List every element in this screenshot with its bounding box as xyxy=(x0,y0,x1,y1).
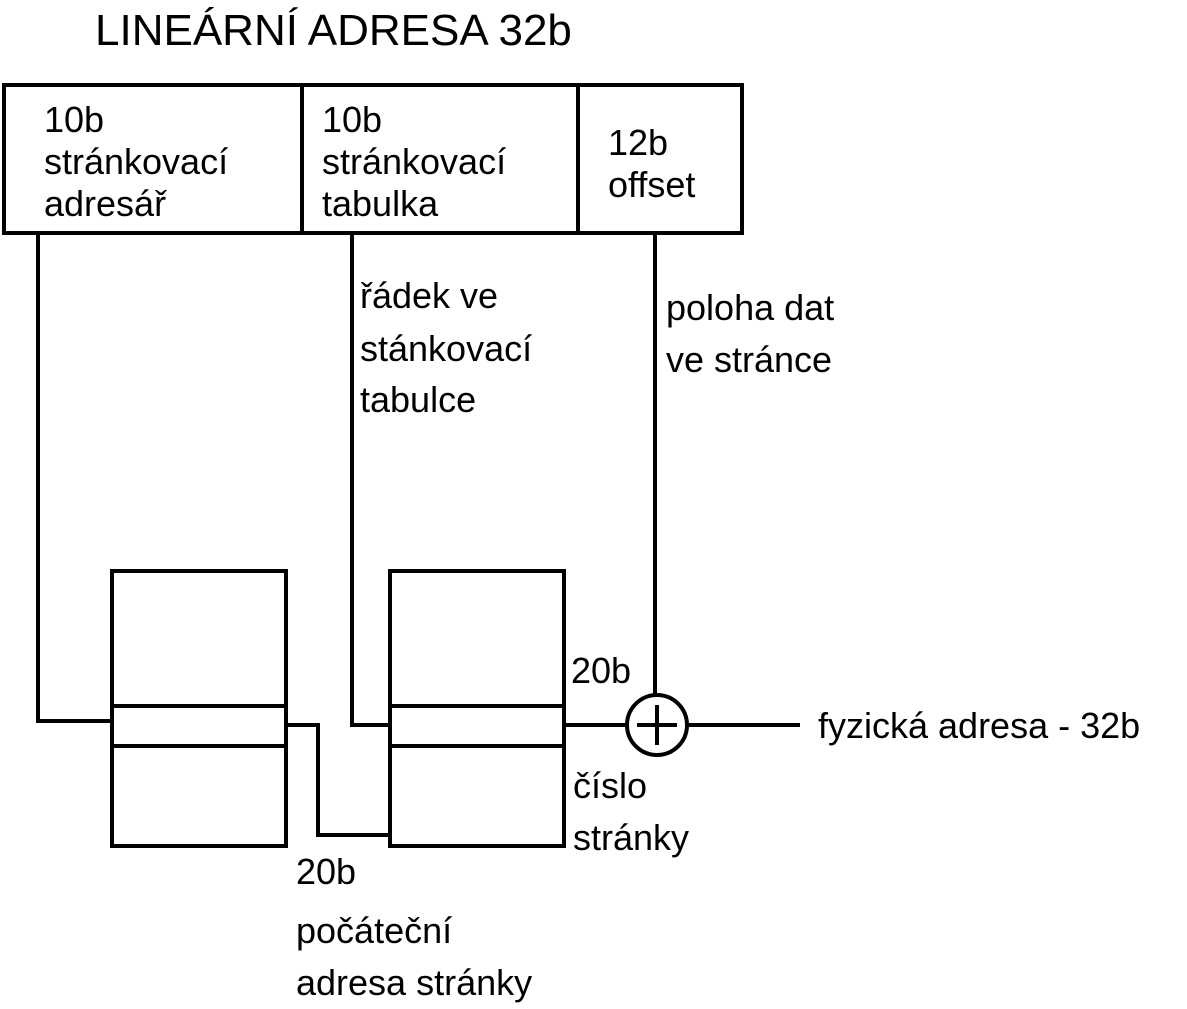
address-register-frame xyxy=(2,83,744,235)
table-field-label-2: tabulka xyxy=(322,183,439,224)
start-address-label-2: adresa stránky xyxy=(296,962,532,1003)
start-address-bits: 20b xyxy=(296,851,356,892)
start-address-label-1: počáteční xyxy=(296,910,452,951)
directory-index-line xyxy=(36,233,112,723)
offset-field-bits: 12b xyxy=(608,122,668,163)
page-number-label-1: číslo xyxy=(573,765,647,806)
page-table xyxy=(388,569,566,848)
directory-field-label-2: adresář xyxy=(44,183,167,224)
table-row-label-3: tabulce xyxy=(360,379,476,420)
offset-field-label: offset xyxy=(608,164,695,205)
table-index-line xyxy=(350,233,390,727)
data-position-label-1: poloha dat xyxy=(666,287,834,328)
page-number-label-2: stránky xyxy=(573,817,689,858)
page-number-bits: 20b xyxy=(571,650,631,691)
data-position-label-2: ve stránce xyxy=(666,339,832,380)
directory-to-table-line xyxy=(286,723,390,837)
table-field-label-1: stránkovací xyxy=(322,141,506,182)
directory-field-bits: 10b xyxy=(44,99,104,140)
page-directory xyxy=(110,569,288,848)
table-row-label-1: řádek ve xyxy=(360,275,498,316)
table-field-bits: 10b xyxy=(322,99,382,140)
directory-field-label-1: stránkovací xyxy=(44,141,228,182)
page-directory-entry xyxy=(110,704,288,748)
diagram-title: LINEÁRNÍ ADRESA 32b xyxy=(95,6,572,55)
linear-address-register: 10b stránkovací adresář 10b stránkovací … xyxy=(2,83,744,235)
physical-address-label: fyzická adresa - 32b xyxy=(818,705,1140,746)
adder xyxy=(625,693,689,757)
page-table-entry xyxy=(388,704,566,748)
table-row-label-2: stánkovací xyxy=(360,328,532,369)
